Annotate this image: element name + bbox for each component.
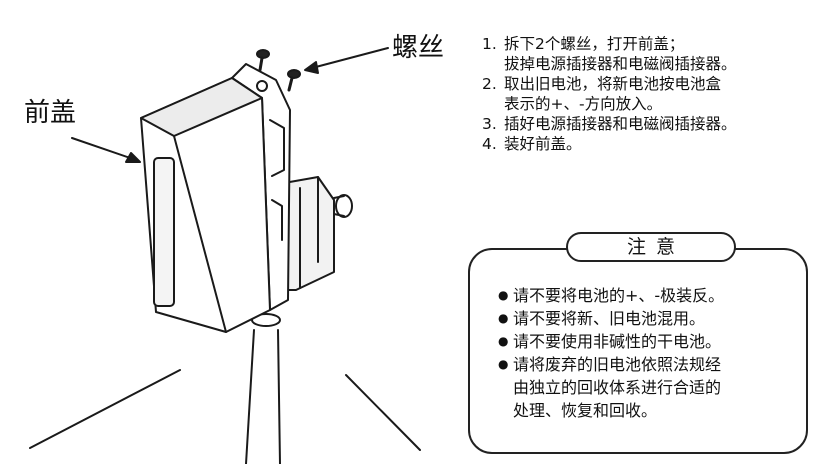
caution-item: ● 请不要将电池的+、-极装反。 [498,284,798,307]
front-cover-top [140,77,263,137]
step-number: 4. [482,135,497,153]
cover-window [153,157,175,307]
screw-label: 螺丝 [392,33,445,63]
step-text-line: 取出旧电池，将新电池按电池盒 [504,75,722,93]
screw-1 [256,49,270,72]
bullet-icon: ● [498,357,509,371]
step-number: 2. [482,75,497,93]
mount-pole [245,329,281,464]
instruction-steps: 1. 拆下2个螺丝，打开前盖； 拔掉电源插接器和电磁阀插接器。 2. 取出旧电池… [482,34,822,154]
back-plate-hole [256,80,268,92]
step-text-line: 拔掉电源插接器和电磁阀插接器。 [504,55,737,73]
step-text-line: 装好前盖。 [504,135,582,153]
front-cover-arrow [71,137,137,161]
caution-text-line: 由独立的回收体系进行合适的 [513,378,722,397]
step-item: 2. 取出旧电池，将新电池按电池盒 表示的+、-方向放入。 [482,74,822,114]
step-item: 4. 装好前盖。 [482,134,822,154]
step-text-line: 表示的+、-方向放入。 [504,95,663,113]
side-knob [335,194,353,218]
caution-text-line: 请不要使用非碱性的干电池。 [513,332,722,351]
step-item: 3. 插好电源插接器和电磁阀插接器。 [482,114,822,134]
caution-item: ● 请将废弃的旧电池依照法规经 由独立的回收体系进行合适的 处理、恢复和回收。 [498,353,798,422]
caution-text-line: 请不要将新、旧电池混用。 [513,309,706,328]
step-text-line: 拆下2个螺丝，打开前盖； [504,35,685,53]
bullet-icon: ● [498,288,509,302]
screw-arrow [311,47,389,69]
step-number: 1. [482,35,497,53]
mount-table [29,369,421,451]
caution-text-line: 处理、恢复和回收。 [513,401,658,420]
front-cover-label: 前盖 [24,98,77,128]
front-cover-edge [173,135,227,333]
caution-text-line: 请不要将电池的+、-极装反。 [513,286,725,305]
caution-item: ● 请不要将新、旧电池混用。 [498,307,798,330]
caution-text-line: 请将废弃的旧电池依照法规经 [513,355,722,374]
screw-2 [287,69,301,92]
caution-list: ● 请不要将电池的+、-极装反。 ● 请不要将新、旧电池混用。 ● 请不要使用非… [498,284,798,422]
caution-item: ● 请不要使用非碱性的干电池。 [498,330,798,353]
device-illustration [29,47,421,464]
side-module [283,176,335,291]
bullet-icon: ● [498,311,509,325]
bullet-icon: ● [498,334,509,348]
caution-title: 注意 [566,232,736,262]
step-text-line: 插好电源插接器和电磁阀插接器。 [504,115,737,133]
step-number: 3. [482,115,497,133]
step-item: 1. 拆下2个螺丝，打开前盖； 拔掉电源插接器和电磁阀插接器。 [482,34,822,74]
